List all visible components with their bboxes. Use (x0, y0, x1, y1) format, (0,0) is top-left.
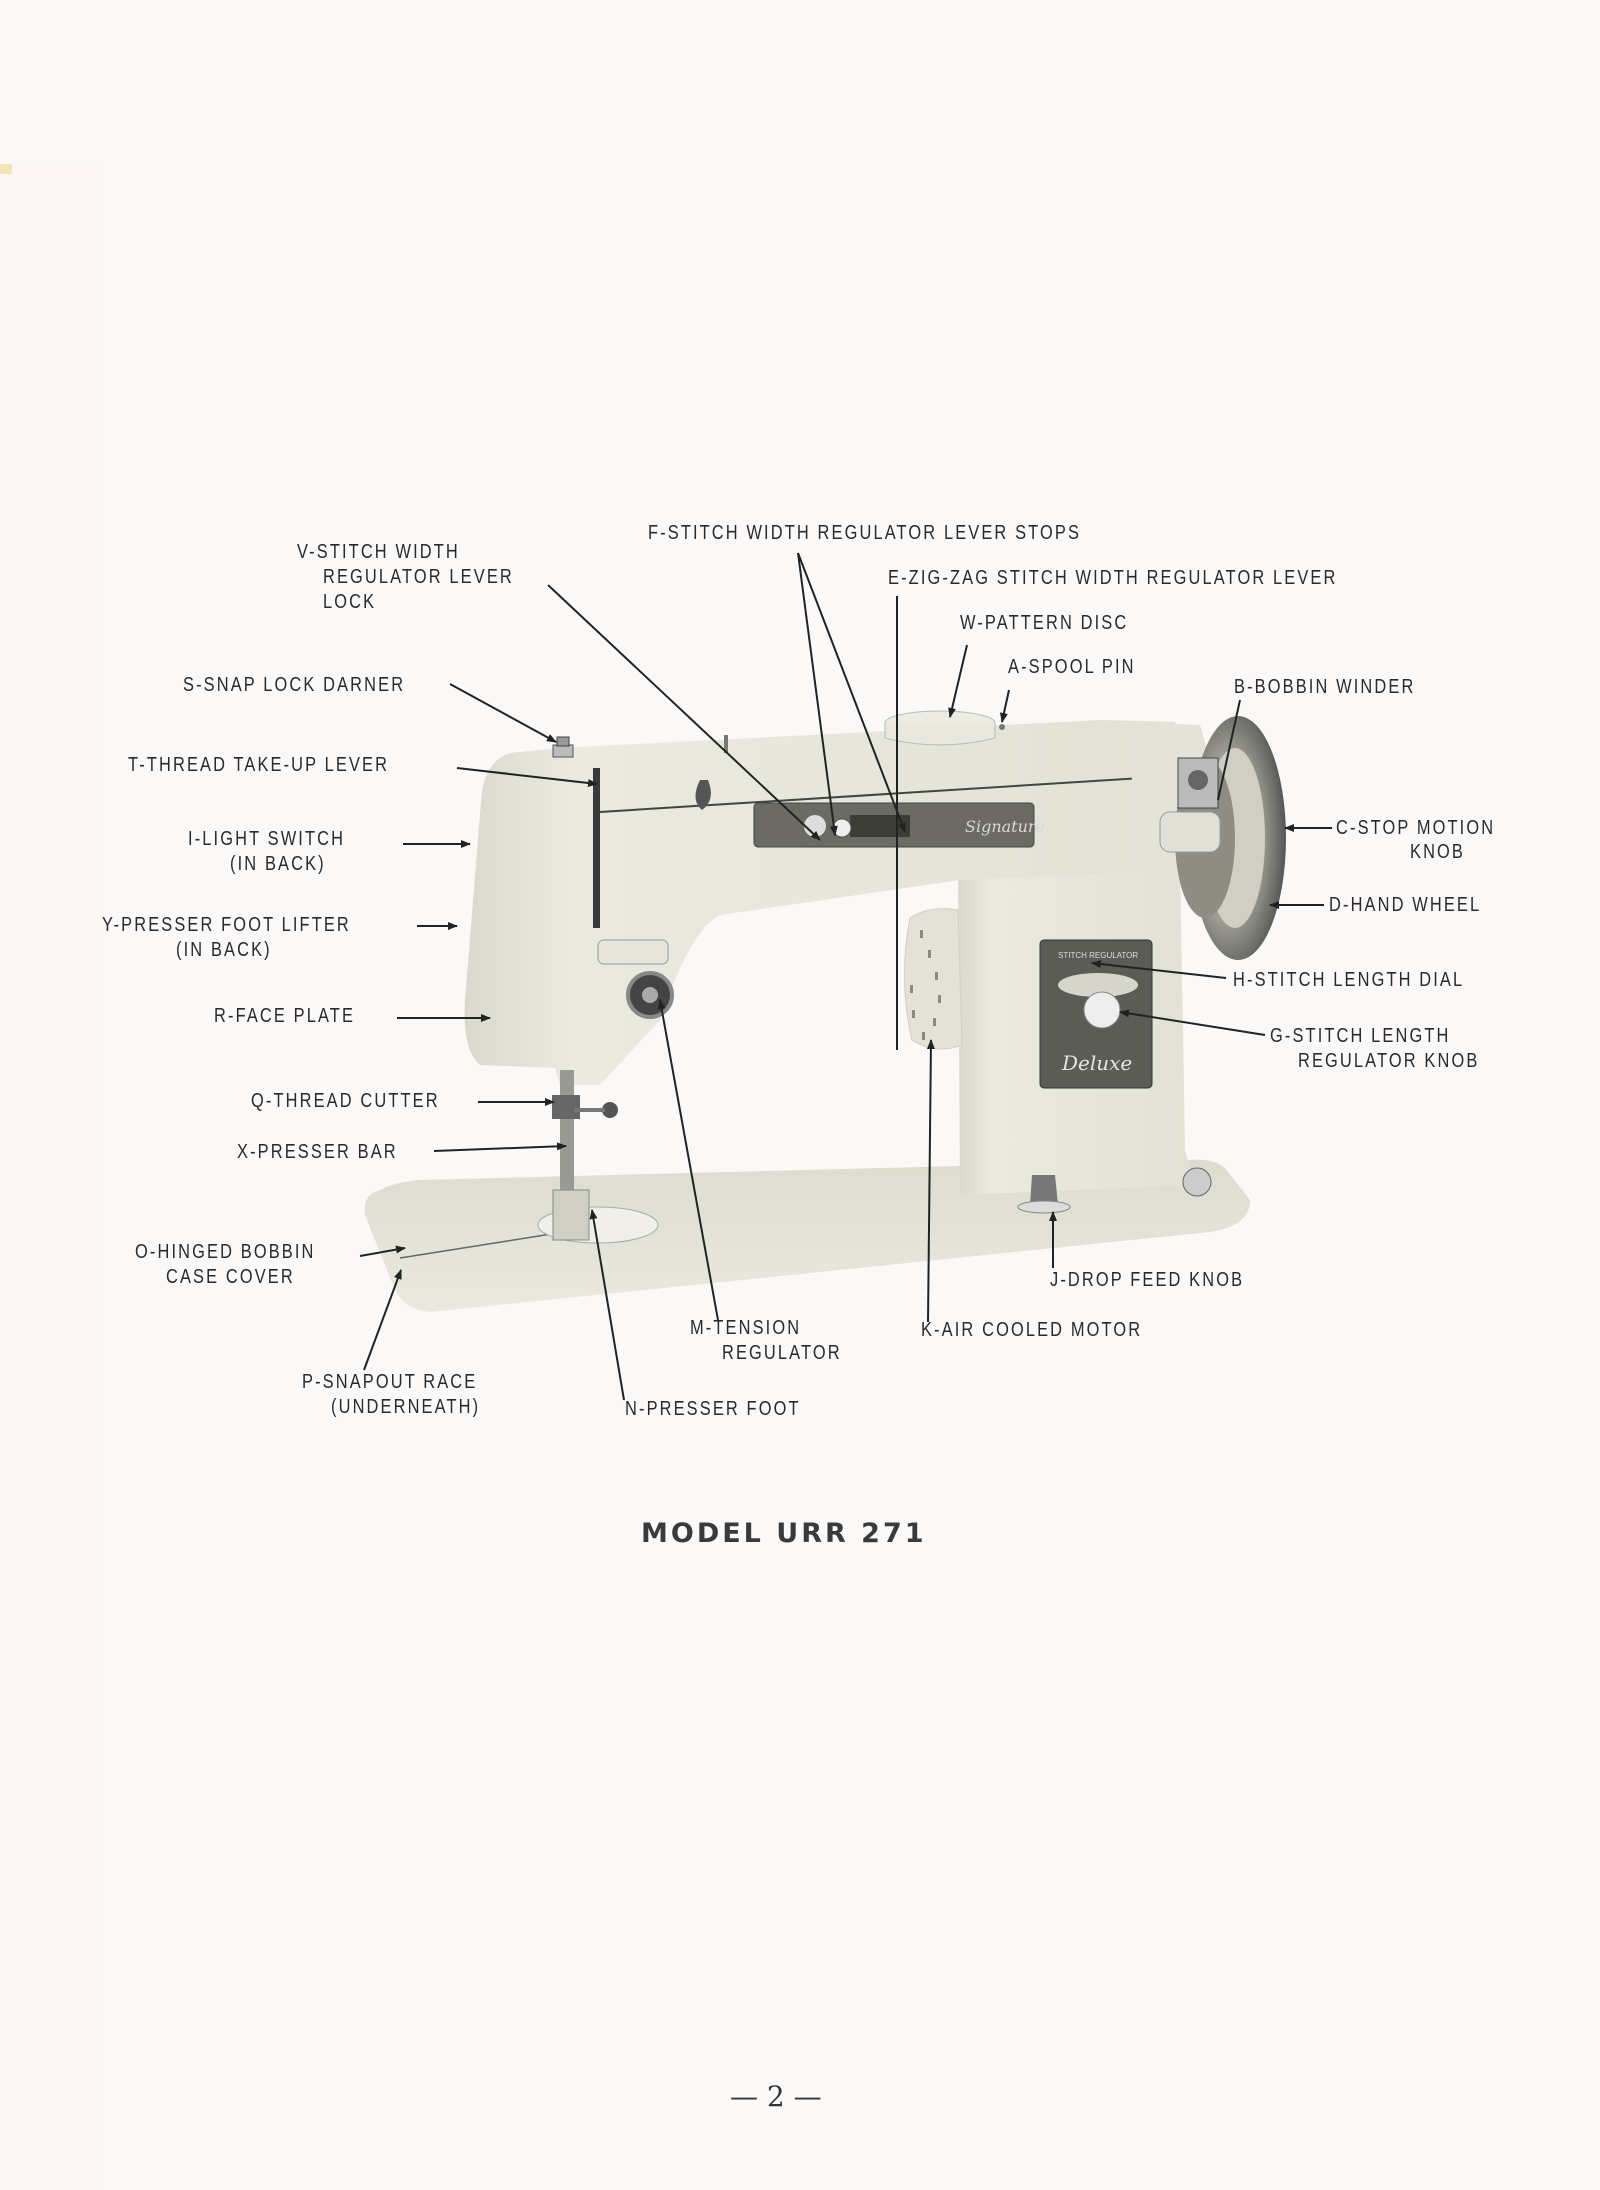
snap-lock-darner (552, 736, 574, 758)
label-o-line1: O-HINGED BOBBIN (135, 1241, 316, 1263)
pattern-disc (884, 710, 996, 746)
label-y-line1: Y-PRESSER FOOT LIFTER (102, 914, 351, 936)
label-v-line3: LOCK (323, 591, 377, 613)
needle-assembly (552, 939, 674, 1241)
nameplate: Signature (753, 802, 1045, 848)
label-x: X-PRESSER BAR (237, 1141, 398, 1163)
leader-lines (359, 552, 1332, 1401)
label-m-line1: M-TENSION (690, 1317, 802, 1339)
page-number: — 2 — (730, 2080, 822, 2113)
model-title: MODEL URR 271 (641, 1518, 927, 1549)
label-f: F-STITCH WIDTH REGULATOR LEVER STOPS (648, 522, 1082, 544)
label-h: H-STITCH LENGTH DIAL (1233, 969, 1465, 991)
label-d: D-HAND WHEEL (1329, 894, 1482, 916)
label-t: T-THREAD TAKE-UP LEVER (128, 754, 390, 776)
label-p-line1: P-SNAPOUT RACE (302, 1371, 478, 1393)
page-edge-mark (0, 164, 12, 174)
label-o-line2: CASE COVER (166, 1266, 295, 1288)
label-g-line2: REGULATOR KNOB (1298, 1050, 1480, 1072)
label-b: B-BOBBIN WINDER (1234, 676, 1416, 698)
take-up-lever (593, 768, 600, 928)
label-e: E-ZIG-ZAG STITCH WIDTH REGULATOR LEVER (888, 567, 1338, 589)
label-y-line2: (IN BACK) (176, 939, 272, 961)
bobbin-winder (1177, 757, 1219, 809)
label-r: R-FACE PLATE (214, 1005, 356, 1027)
stitch-regulator-plate: STITCH REGULATOR Deluxe (1039, 939, 1153, 1089)
bed-hinge (1182, 1167, 1212, 1197)
label-p-line2: (UNDERNEATH) (331, 1396, 481, 1418)
svg-text:Deluxe: Deluxe (1061, 1051, 1132, 1075)
label-j: J-DROP FEED KNOB (1050, 1269, 1245, 1291)
page-left-edge (0, 165, 100, 2190)
label-m-line2: REGULATOR (722, 1342, 842, 1364)
label-v-line1: V-STITCH WIDTH (297, 541, 460, 563)
air-cooled-motor (904, 908, 963, 1050)
svg-text:Signature: Signature (965, 817, 1045, 836)
label-i-line1: I-LIGHT SWITCH (188, 828, 346, 850)
label-k: K-AIR COOLED MOTOR (921, 1319, 1143, 1341)
svg-text:STITCH REGULATOR: STITCH REGULATOR (1058, 951, 1138, 960)
spool-pin (999, 724, 1005, 730)
label-c-line2: KNOB (1410, 841, 1466, 863)
label-c-line1: C-STOP MOTION (1336, 817, 1496, 839)
label-s: S-SNAP LOCK DARNER (183, 674, 406, 696)
drop-feed-knob (1017, 1175, 1071, 1214)
label-n: N-PRESSER FOOT (625, 1398, 801, 1420)
label-v-line2: REGULATOR LEVER (323, 566, 514, 588)
label-q: Q-THREAD CUTTER (251, 1090, 440, 1112)
label-g-line1: G-STITCH LENGTH (1270, 1025, 1451, 1047)
label-a: A-SPOOL PIN (1008, 656, 1136, 678)
label-w: W-PATTERN DISC (960, 612, 1129, 634)
label-i-line2: (IN BACK) (230, 853, 326, 875)
